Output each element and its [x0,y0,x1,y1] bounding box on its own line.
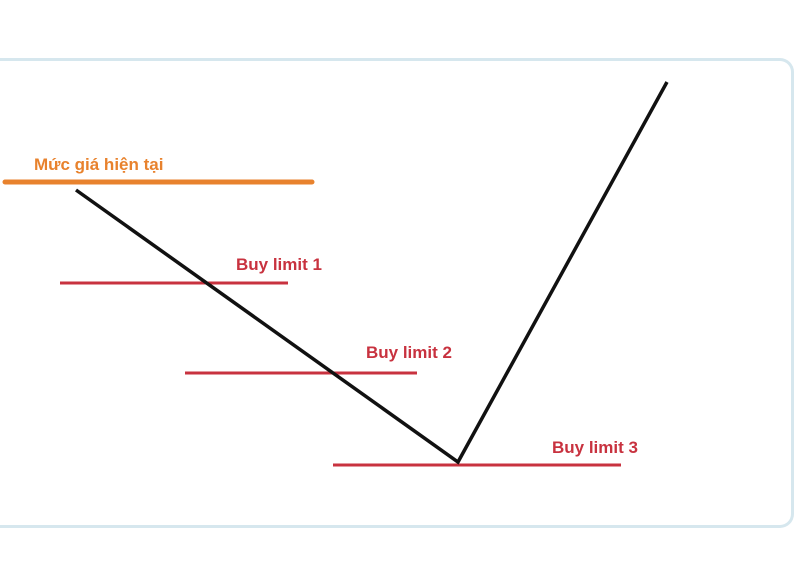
current-price-label: Mức giá hiện tại [34,155,163,174]
buy-limit-3-label: Buy limit 3 [552,438,638,457]
buy-limit-2-label: Buy limit 2 [366,343,452,362]
diagram-frame [0,58,794,528]
price-path-line [74,81,669,465]
buy-limit-1-label: Buy limit 1 [236,255,322,274]
